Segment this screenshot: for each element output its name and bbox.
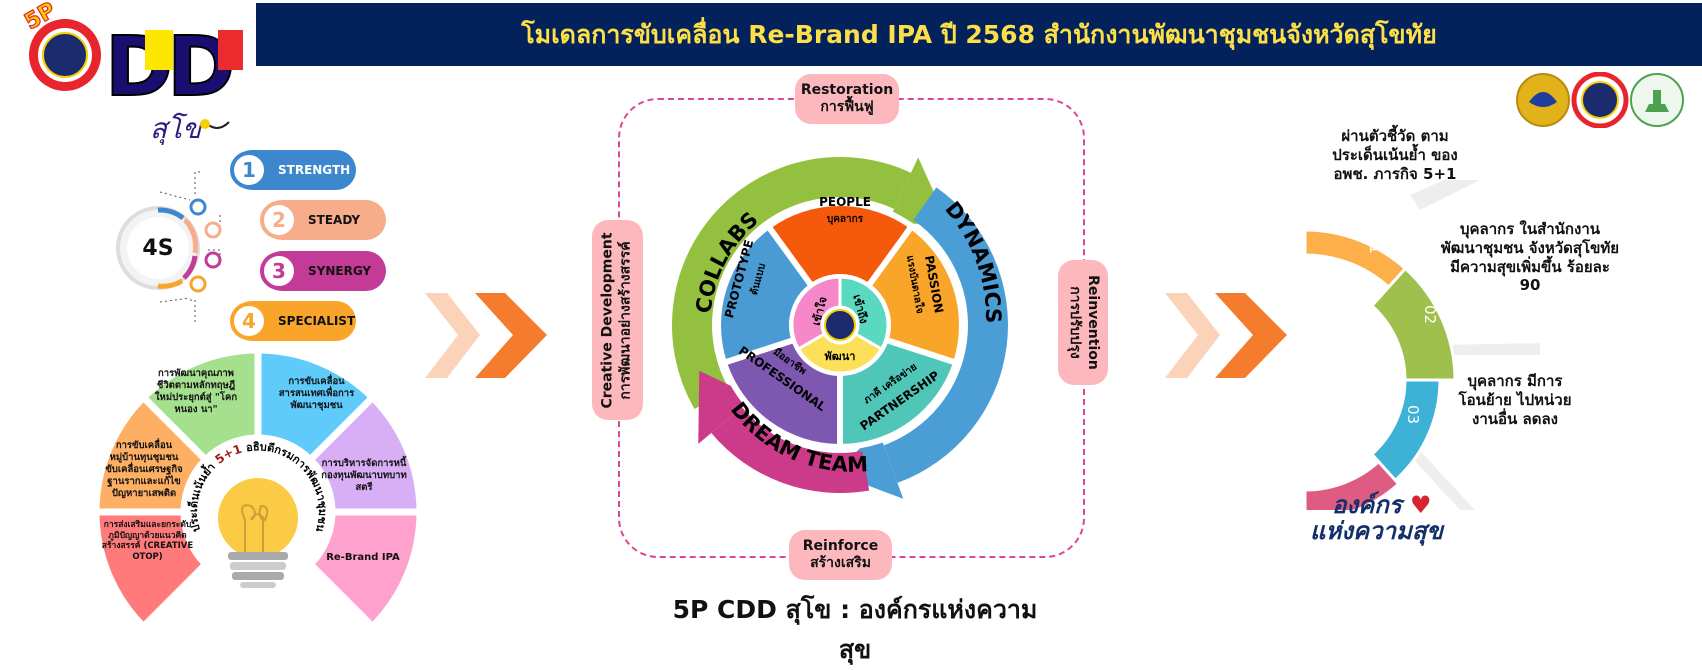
four-s-item-steady: 2 STEADY: [260, 200, 386, 240]
four-s-center-label: 4S: [142, 236, 174, 261]
tag-en: Reinforce: [802, 537, 879, 554]
result-text-01: ผ่านตัวชี้วัด ตามประเด็นเน้นย้ำ ของ อพช.…: [1332, 127, 1458, 183]
item-label: SYNERGY: [308, 264, 372, 278]
fan-wedge-label: การพัฒนาคุณภาพชีวิตตามหลักทฤษฎีใหม่ประยุ…: [154, 368, 238, 415]
cycle-arrow: [883, 187, 1008, 483]
item-number: 2: [260, 201, 298, 239]
result-number-03: 03: [1404, 405, 1422, 424]
core-segment: [838, 275, 890, 352]
core-segment: [790, 275, 842, 352]
result-number-04: 04: [1316, 455, 1334, 474]
tag-th: สร้างเสริม: [810, 555, 871, 571]
item-number: 1: [230, 151, 268, 189]
core-segment: [796, 331, 884, 375]
lightbulb-icon: [218, 478, 298, 558]
header-bar: โมเดลการขับเคลื่อน Re-Brand IPA ปี 2568 …: [256, 3, 1702, 66]
segment-people-th: บุคลากร: [827, 214, 864, 225]
results-ring: 01 02 03 04: [1303, 180, 1540, 510]
happy-org-line1: องค์กร: [1332, 491, 1402, 519]
bottom-title: 5P CDD สุโข : องค์กรแห่งความสุข: [672, 595, 1038, 664]
tag-th: การปรับปรุง: [1067, 286, 1083, 359]
result-segment: [1303, 459, 1401, 510]
cycle-diagram: COLLABS DYNAMICS DREAM TEAM PEOPLE บุคลา…: [672, 156, 1008, 499]
tag-th: การพัฒนาอย่างสร้างสรรค์: [617, 240, 634, 400]
result-number-01: 01: [1366, 235, 1384, 254]
chevron-right-icon: [425, 293, 547, 378]
four-s-connectors: [116, 171, 222, 322]
result-segment: [1369, 266, 1457, 382]
page-title: โมเดลการขับเคลื่อน Re-Brand IPA ปี 2568 …: [521, 19, 1437, 49]
cdd-emblem-icon: [42, 32, 88, 78]
item-label: STEADY: [308, 213, 361, 227]
chevron-right-icon: [1165, 293, 1287, 378]
cdd-logo: 5P DD สุโข: [20, 0, 243, 145]
cycle-arrow: [711, 407, 870, 493]
item-number: 4: [230, 302, 268, 340]
tag-en: Restoration: [800, 81, 894, 98]
heart-icon: ♥: [1409, 491, 1432, 519]
fan-wedge-label: Re-Brand IPA: [326, 552, 400, 563]
cycle-arrow: [672, 156, 911, 409]
fan-wedge-label: การส่งเสริมและยกระดับภูมิปัญญาด้วยแนวคิด…: [101, 520, 194, 562]
result-number-02: 02: [1421, 305, 1439, 324]
fan-wedge-label: การขับเคลื่อนหมู่บ้านทุนชุมชน ขับเคลื่อน…: [105, 440, 183, 499]
four-s-item-strength: 1 STRENGTH: [230, 150, 356, 190]
fan-wedge-label: การขับเคลื่อนสารสนเทศเพื่อการพัฒนาชุมชน: [278, 376, 355, 411]
agency-logos: [1516, 72, 1684, 128]
result-text-02: บุคลากร ในสำนักงานพัฒนาชุมชน จังหวัดสุโข…: [1440, 220, 1620, 295]
tag-th: การฟื้นฟู: [820, 99, 874, 115]
four-s-item-specialist: 4 SPECIALIST: [230, 301, 356, 341]
tag-en: Reinvention: [1084, 275, 1101, 370]
happy-org-logo: องค์กร ♥ แห่งความสุข: [1310, 492, 1470, 545]
logo-script: สุโข: [150, 112, 203, 145]
happy-org-line2: แห่งความสุข: [1310, 517, 1443, 546]
segment-people-en: PEOPLE: [819, 195, 871, 209]
cdd-emblem-icon: [824, 309, 856, 341]
item-label: SPECIALIST: [278, 314, 356, 328]
result-segment: [1303, 228, 1408, 290]
item-number: 3: [260, 252, 298, 290]
arrowhead-icon: [834, 430, 904, 499]
result-text-03: บุคลากร มีการโอนย้าย ไปหน่วยงานอื่น ลดลง: [1458, 372, 1572, 428]
four-s-item-synergy: 3 SYNERGY: [260, 251, 386, 291]
core-develop: พัฒนา: [825, 350, 856, 363]
fan-wedge-label: การบริหารจัดการหนี้กองทุนพัฒนาบทบาทสตรี: [321, 458, 407, 493]
arrowhead-icon: [698, 370, 755, 444]
item-label: STRENGTH: [278, 163, 351, 177]
tag-en: Creative Development: [600, 231, 616, 409]
